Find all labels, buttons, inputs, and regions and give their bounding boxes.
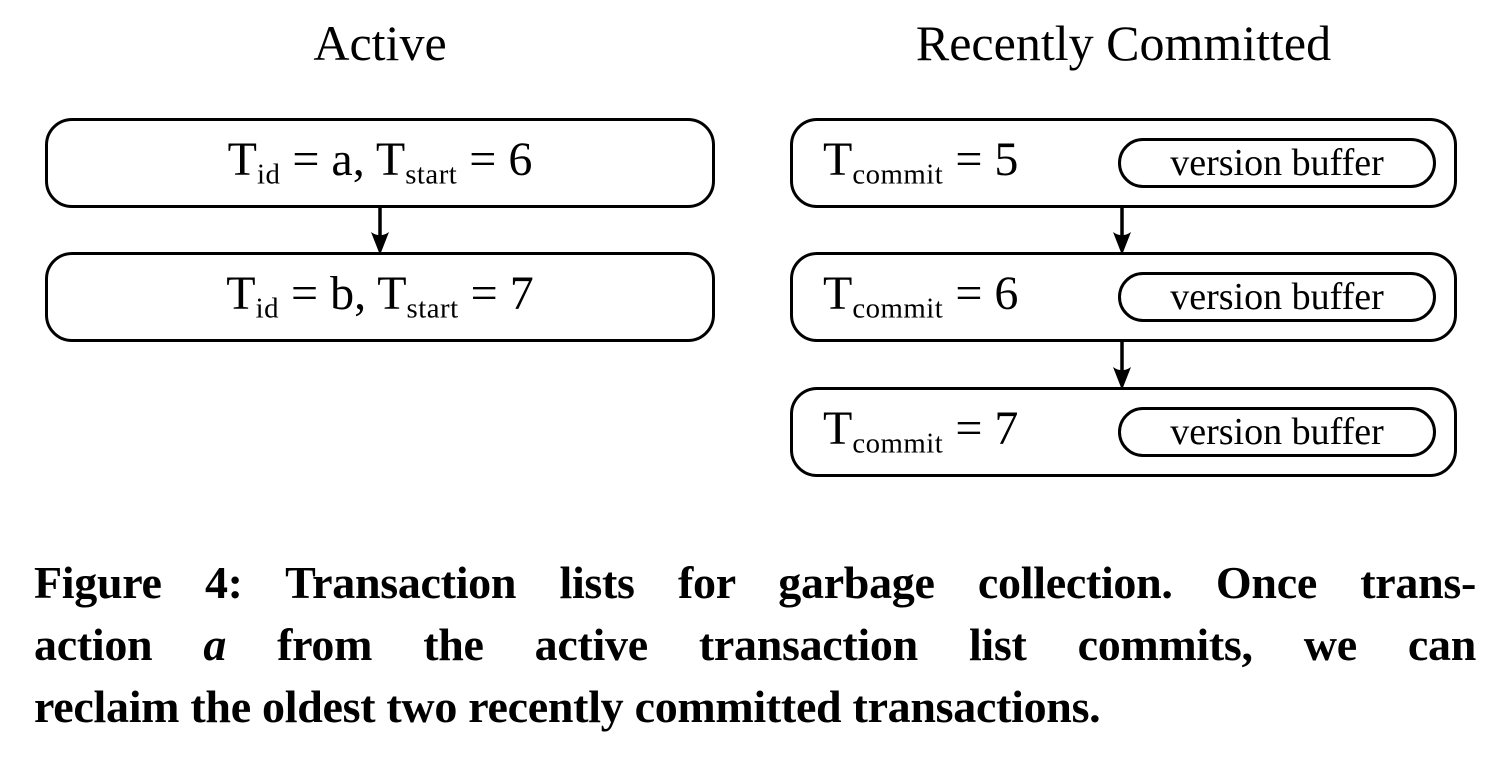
version-buffer-label: version buffer (1170, 142, 1384, 184)
active-column-title: Active (313, 15, 447, 71)
version-buffer-pill: version buffer (1118, 272, 1436, 322)
t-subscript-commit: commit (852, 292, 944, 325)
down-arrow-icon (371, 205, 389, 255)
t-value-start: = 6 (457, 133, 533, 187)
t-symbol: T (375, 133, 406, 187)
t-subscript-id: id (255, 292, 280, 325)
committed-transaction-box-7: Tcommit = 7 version buffer (790, 387, 1457, 477)
caption-text: from the active transaction list commits… (226, 619, 1476, 670)
t-symbol: T (823, 133, 853, 187)
t-subscript-id: id (256, 158, 281, 191)
t-value-id: = b, (279, 267, 378, 321)
committed-transaction-label: Tcommit = 6 (823, 267, 1019, 325)
caption-line-3: reclaim the oldest two recently committe… (34, 681, 1101, 732)
recently-committed-column-title: Recently Committed (915, 15, 1332, 71)
down-arrow-icon (1113, 340, 1131, 390)
t-value-commit: = 7 (943, 402, 1019, 456)
t-value-start: = 7 (458, 267, 534, 321)
figure-caption: Figure 4: Transaction lists for garbage … (34, 552, 1476, 738)
version-buffer-pill: version buffer (1118, 407, 1436, 457)
caption-italic-a: a (203, 619, 227, 670)
down-arrow-icon (1113, 205, 1131, 255)
version-buffer-label: version buffer (1170, 411, 1384, 453)
t-subscript-start: start (405, 158, 458, 191)
t-subscript-commit: commit (852, 158, 944, 191)
caption-line-1: Figure 4: Transaction lists for garbage … (34, 557, 1476, 608)
version-buffer-pill: version buffer (1118, 138, 1436, 188)
committed-transaction-box-5: Tcommit = 5 version buffer (790, 118, 1457, 208)
caption-line-2: action a from the active transaction lis… (34, 614, 1476, 676)
t-symbol: T (226, 267, 256, 321)
active-transaction-box-a: Tid = a, Tstart = 6 (45, 118, 715, 208)
t-subscript-start: start (406, 292, 459, 325)
t-symbol: T (227, 133, 257, 187)
t-symbol: T (823, 267, 853, 321)
committed-transaction-label: Tcommit = 7 (823, 402, 1019, 460)
t-value-commit: = 6 (943, 267, 1019, 321)
t-symbol: T (823, 402, 853, 456)
active-transaction-box-b: Tid = b, Tstart = 7 (45, 252, 715, 342)
t-subscript-commit: commit (852, 427, 944, 460)
committed-transaction-box-6: Tcommit = 6 version buffer (790, 252, 1457, 342)
committed-transaction-label: Tcommit = 5 (823, 133, 1019, 191)
t-value-commit: = 5 (943, 133, 1019, 187)
caption-text: action (34, 619, 204, 670)
t-symbol: T (377, 267, 407, 321)
active-transaction-label: Tid = b, Tstart = 7 (226, 267, 534, 325)
t-value-id: = a, (280, 133, 376, 187)
active-transaction-label: Tid = a, Tstart = 6 (227, 133, 533, 191)
version-buffer-label: version buffer (1170, 276, 1384, 318)
